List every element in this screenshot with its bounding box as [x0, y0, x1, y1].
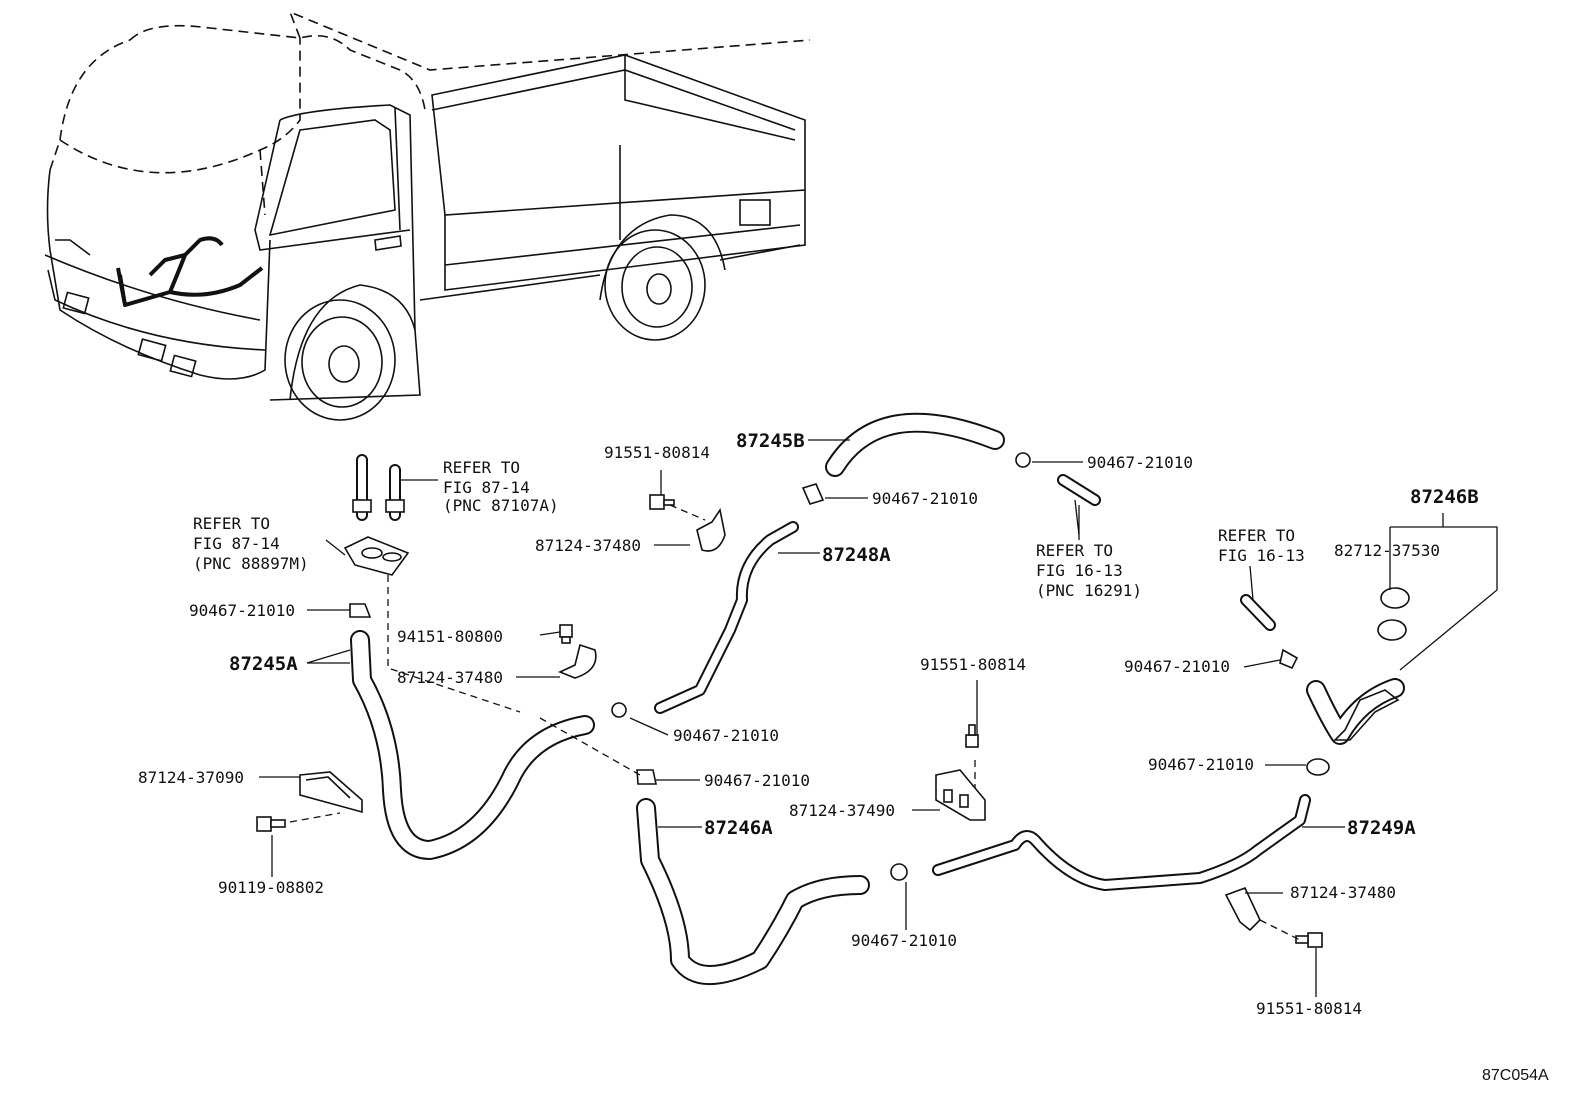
svg-text:(PNC 88897M): (PNC 88897M)	[193, 554, 309, 573]
label-91551-80814: 91551-80814	[604, 443, 710, 462]
clamp-icon	[1279, 648, 1299, 670]
svg-text:REFER TO: REFER TO	[1218, 526, 1295, 545]
hose-87245a	[350, 630, 595, 860]
label-87248a: 87248A	[822, 544, 891, 566]
label-82712-37530: 82712-37530	[1334, 541, 1440, 560]
bolt-icon	[965, 724, 979, 748]
label-87246a: 87246A	[704, 817, 773, 839]
label-90467-21010: 90467-21010	[851, 931, 957, 950]
alignment-lines	[289, 504, 1301, 941]
label-87124-37480: 87124-37480	[535, 536, 641, 555]
clamp-icon	[611, 702, 627, 718]
reference-notes: REFER TO FIG 87-14 (PNC 87107A) REFER TO…	[193, 458, 1305, 600]
truck-illustration	[44, 10, 811, 421]
label-87245b: 87245B	[736, 430, 805, 452]
svg-text:REFER TO: REFER TO	[193, 514, 270, 533]
label-90467-21010: 90467-21010	[872, 489, 978, 508]
ref-note-fig-16-13-16291: REFER TO FIG 16-13 (PNC 16291)	[1036, 541, 1142, 600]
part-labels: 87245B 87245A 87246A 87246B 87248A 87249…	[138, 430, 1479, 1018]
hose-87245b	[825, 412, 1005, 477]
label-87124-37480: 87124-37480	[1290, 883, 1396, 902]
svg-text:(PNC 16291): (PNC 16291)	[1036, 581, 1142, 600]
clamp-icon	[801, 483, 825, 505]
bracket-icon	[696, 507, 726, 552]
grommet-icon	[343, 536, 410, 576]
parts	[256, 452, 1410, 948]
svg-text:FIG 87-14: FIG 87-14	[443, 478, 530, 497]
svg-text:(PNC 87107A): (PNC 87107A)	[443, 496, 559, 515]
label-91551-80814: 91551-80814	[920, 655, 1026, 674]
svg-text:REFER TO: REFER TO	[1036, 541, 1113, 560]
ref-pipe-stubs	[352, 454, 1276, 631]
hose-87246b	[1306, 678, 1405, 745]
label-87245a: 87245A	[229, 653, 298, 675]
clamp-icon	[636, 769, 657, 785]
bracket-icon	[557, 643, 597, 679]
label-90467-21010: 90467-21010	[1124, 657, 1230, 676]
label-87249a: 87249A	[1347, 817, 1416, 839]
label-87124-37480: 87124-37480	[397, 668, 503, 687]
label-87124-37090: 87124-37090	[138, 768, 244, 787]
bolt-icon	[559, 624, 573, 644]
label-90119-08802: 90119-08802	[218, 878, 324, 897]
ref-note-fig-16-13: REFER TO FIG 16-13	[1218, 526, 1305, 565]
clamp-icon	[349, 603, 372, 618]
clamp-icon	[890, 863, 908, 881]
bolt-icon	[256, 816, 286, 832]
svg-text:FIG 16-13: FIG 16-13	[1218, 546, 1305, 565]
ref-note-fig-87-14-88897m: REFER TO FIG 87-14 (PNC 88897M)	[193, 514, 309, 573]
clamp-icon	[1306, 758, 1330, 776]
label-91551-80814: 91551-80814	[1256, 999, 1362, 1018]
bracket-icon	[1224, 886, 1261, 932]
label-90467-21010: 90467-21010	[673, 726, 779, 745]
svg-text:FIG 16-13: FIG 16-13	[1036, 561, 1123, 580]
label-87124-37490: 87124-37490	[789, 801, 895, 820]
label-94151-80800: 94151-80800	[397, 627, 503, 646]
label-90467-21010: 90467-21010	[1087, 453, 1193, 472]
clamp-icon	[1015, 452, 1031, 468]
diagram-code: 87C054A	[1482, 1067, 1549, 1084]
bracket-icon	[299, 771, 363, 814]
ref-note-fig-87-14-87107a: REFER TO FIG 87-14 (PNC 87107A)	[443, 458, 559, 515]
pipe-87248a	[654, 521, 799, 714]
svg-text:REFER TO: REFER TO	[443, 458, 520, 477]
svg-text:FIG 87-14: FIG 87-14	[193, 534, 280, 553]
label-90467-21010: 90467-21010	[1148, 755, 1254, 774]
bolt-icon	[649, 494, 675, 510]
label-90467-21010: 90467-21010	[704, 771, 810, 790]
leader-lines	[259, 439, 1498, 997]
hose-87246a	[636, 798, 870, 985]
pipe-87249a	[932, 794, 1311, 891]
harness-highlight	[116, 236, 264, 307]
clamp-ring-icon	[1377, 587, 1410, 641]
label-90467-21010: 90467-21010	[189, 601, 295, 620]
bracket-icon	[935, 769, 986, 821]
bolt-icon	[1295, 932, 1323, 948]
label-87246b: 87246B	[1410, 486, 1479, 508]
